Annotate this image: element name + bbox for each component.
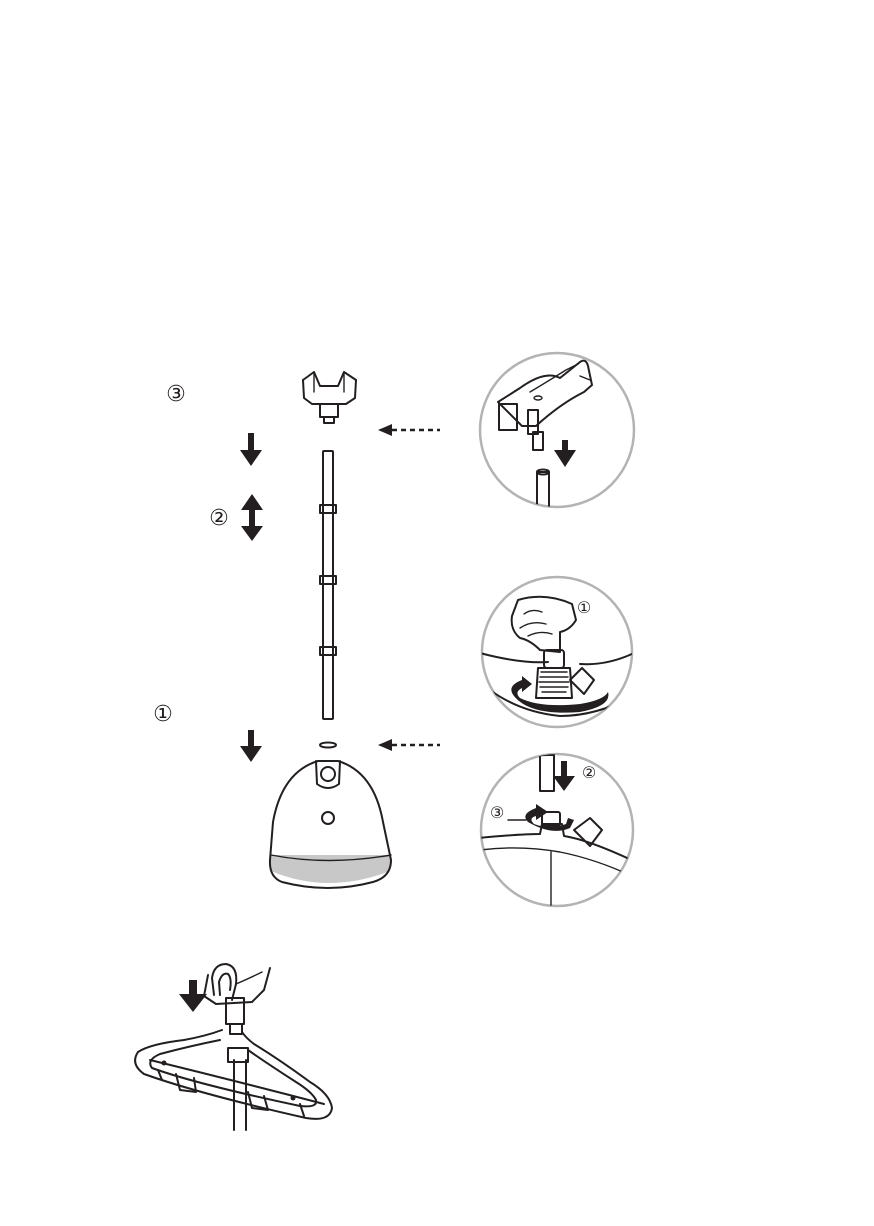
step-2-label: ②: [209, 506, 229, 531]
down-arrow-icon: [240, 433, 262, 466]
garment-holder-clip: [303, 372, 356, 423]
detail-clip-attach: [480, 353, 634, 516]
detail-step-1-label: ①: [577, 598, 591, 617]
telescopic-pole: [320, 451, 336, 719]
detail-unscrew-cap: ①: [476, 577, 640, 727]
steamer-base-unit: [270, 743, 391, 889]
step-3-label: ③: [166, 382, 186, 407]
detail-step-3-label: ③: [490, 803, 504, 822]
hanger-on-holder: [135, 964, 332, 1130]
detail-pointer-arrow-top: [378, 424, 440, 436]
up-down-arrow-icon: [241, 494, 263, 541]
detail-insert-tighten: ② ③: [478, 754, 640, 910]
detail-step-2-label: ②: [582, 763, 596, 782]
step-1-label: ①: [153, 702, 173, 727]
down-arrow-icon: [179, 980, 207, 1012]
detail-pointer-arrow-bottom: [378, 739, 440, 751]
down-arrow-icon: [240, 730, 262, 762]
